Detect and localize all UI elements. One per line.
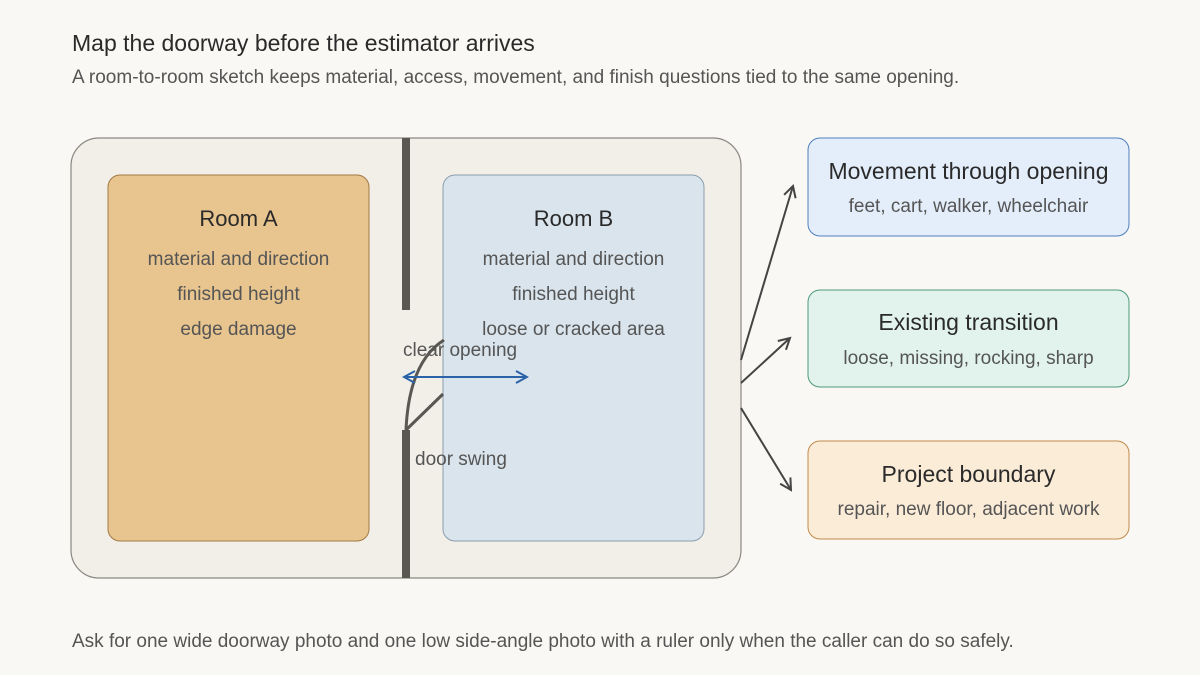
arrow-to-boundary: [740, 407, 791, 490]
page-title: Map the doorway before the estimator arr…: [72, 30, 535, 56]
door-swing-label: door swing: [415, 449, 507, 470]
outcome-box-movement: Movement through opening feet, cart, wal…: [807, 137, 1130, 237]
room-b-title: Room B: [534, 206, 613, 231]
arrow-to-movement: [740, 186, 793, 361]
outcome-box-boundary: Project boundary repair, new floor, adja…: [807, 440, 1130, 540]
outcome-box-transition: Existing transition loose, missing, rock…: [807, 289, 1130, 388]
room-b: Room B material and direction finished h…: [442, 174, 705, 542]
arrow-to-transition: [740, 338, 790, 384]
clear-opening-label: clear opening: [403, 340, 517, 361]
room-b-line-3: loose or cracked area: [482, 319, 665, 340]
wall-lower: [402, 430, 410, 578]
room-b-line-1: material and direction: [483, 249, 665, 270]
room-a-title: Room A: [199, 206, 278, 231]
outcome-movement-subtitle: feet, cart, walker, wheelchair: [849, 196, 1089, 217]
outcome-boundary-subtitle: repair, new floor, adjacent work: [838, 499, 1100, 520]
outcome-transition-subtitle: loose, missing, rocking, sharp: [843, 348, 1093, 369]
wall-upper: [402, 138, 410, 310]
page-subtitle: A room-to-room sketch keeps material, ac…: [72, 67, 960, 88]
footer-note: Ask for one wide doorway photo and one l…: [72, 631, 1014, 652]
room-a: Room A material and direction finished h…: [107, 174, 370, 542]
door-leaf: [404, 392, 445, 432]
room-a-line-3: edge damage: [180, 319, 296, 340]
room-b-line-2: finished height: [512, 284, 635, 305]
room-a-line-2: finished height: [177, 284, 300, 305]
outcome-boundary-title: Project boundary: [882, 461, 1056, 487]
outcome-transition-title: Existing transition: [878, 309, 1058, 335]
room-a-line-1: material and direction: [148, 249, 330, 270]
outcome-movement-title: Movement through opening: [828, 158, 1108, 184]
